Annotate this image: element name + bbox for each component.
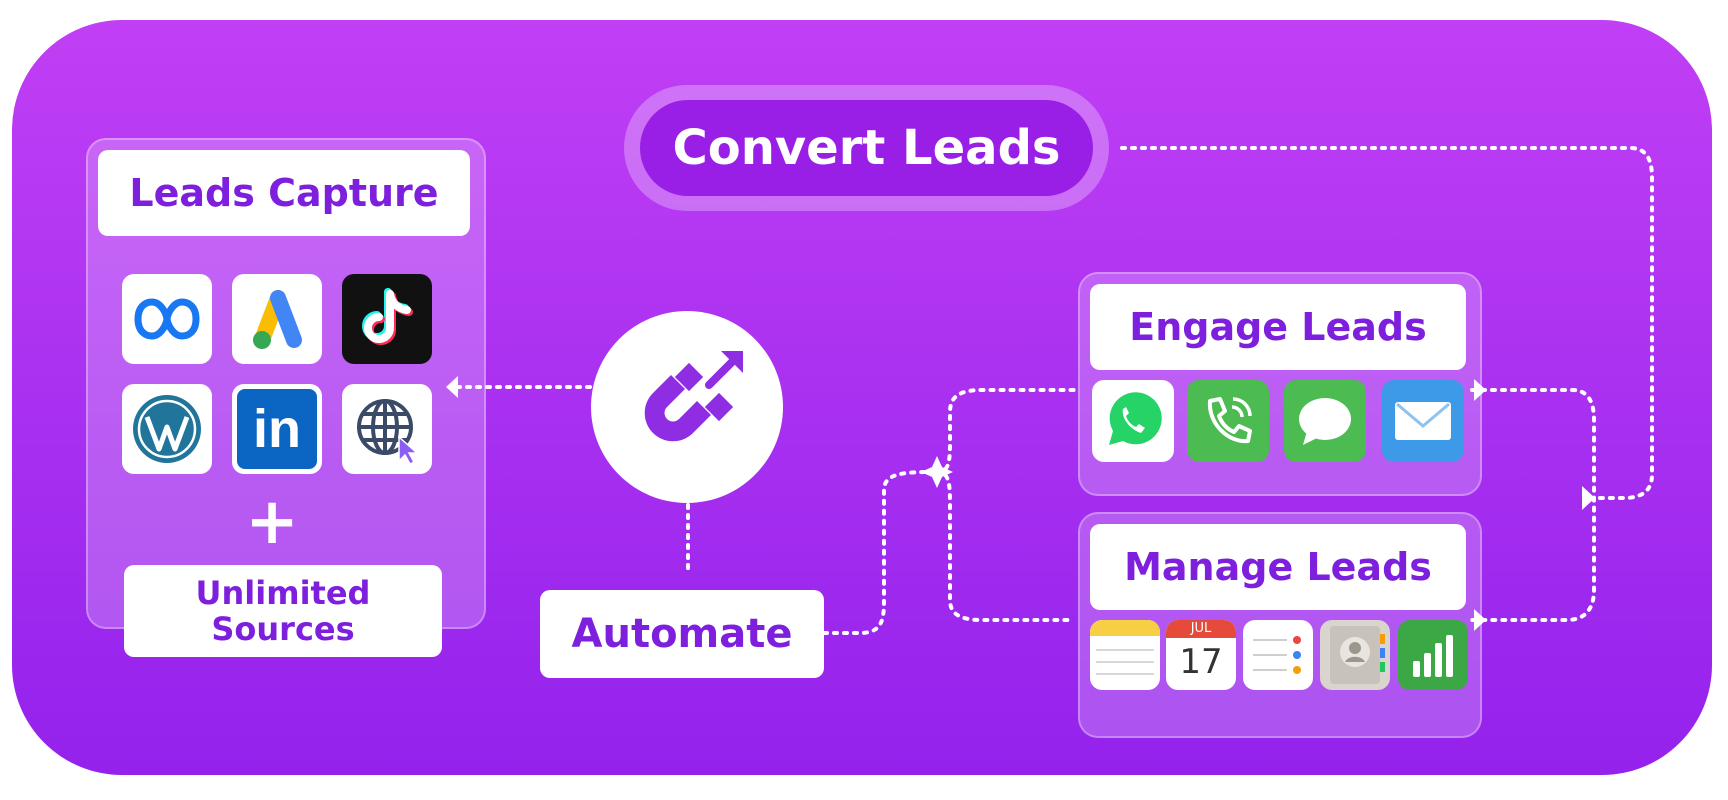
phone-icon (1187, 380, 1269, 462)
magnet-icon (644, 351, 743, 442)
arrow-loop-in (1582, 486, 1595, 510)
tiktok-icon (342, 274, 432, 364)
numbers-icon (1398, 620, 1468, 690)
calendar-day: 17 (1179, 642, 1223, 682)
google-ads-icon (232, 274, 322, 364)
connector-convert-loop (1120, 146, 1654, 500)
leads-capture-title: Leads Capture (98, 150, 470, 236)
automate-node (591, 311, 783, 503)
arrow-manage-out (1474, 609, 1486, 631)
connector-automate-hub (822, 470, 939, 635)
connector-hub-manage (935, 470, 1076, 622)
diagram-panel: Convert Leads Leads Capture (12, 20, 1712, 775)
linkedin-icon: in (232, 384, 322, 474)
plus-sign: + (245, 485, 299, 559)
globe-icon (342, 384, 432, 474)
calendar-month: JUL (1166, 620, 1236, 638)
connector-hub-engage (935, 388, 1076, 474)
convert-leads-label: Convert Leads (640, 100, 1093, 196)
reminders-icon (1243, 620, 1313, 690)
manage-leads-title: Manage Leads (1090, 524, 1466, 610)
connector-arrows (446, 376, 1595, 631)
hub-node (921, 456, 953, 488)
wordpress-icon (122, 384, 212, 474)
flow-connectors (446, 146, 1654, 635)
notes-icon (1090, 620, 1160, 690)
calendar-icon: JUL 17 (1166, 620, 1236, 690)
mail-icon (1382, 380, 1464, 462)
meta-icon (122, 274, 212, 364)
whatsapp-icon (1092, 380, 1174, 462)
unlimited-sources-label: Unlimited Sources (124, 565, 442, 657)
messages-icon (1284, 380, 1366, 462)
contacts-icon (1320, 620, 1390, 690)
automate-label: Automate (540, 590, 824, 678)
arrow-into-capture (446, 376, 458, 398)
engage-leads-title: Engage Leads (1090, 284, 1466, 370)
arrow-engage-out (1474, 379, 1486, 401)
connector-engage-manage (1470, 388, 1596, 622)
